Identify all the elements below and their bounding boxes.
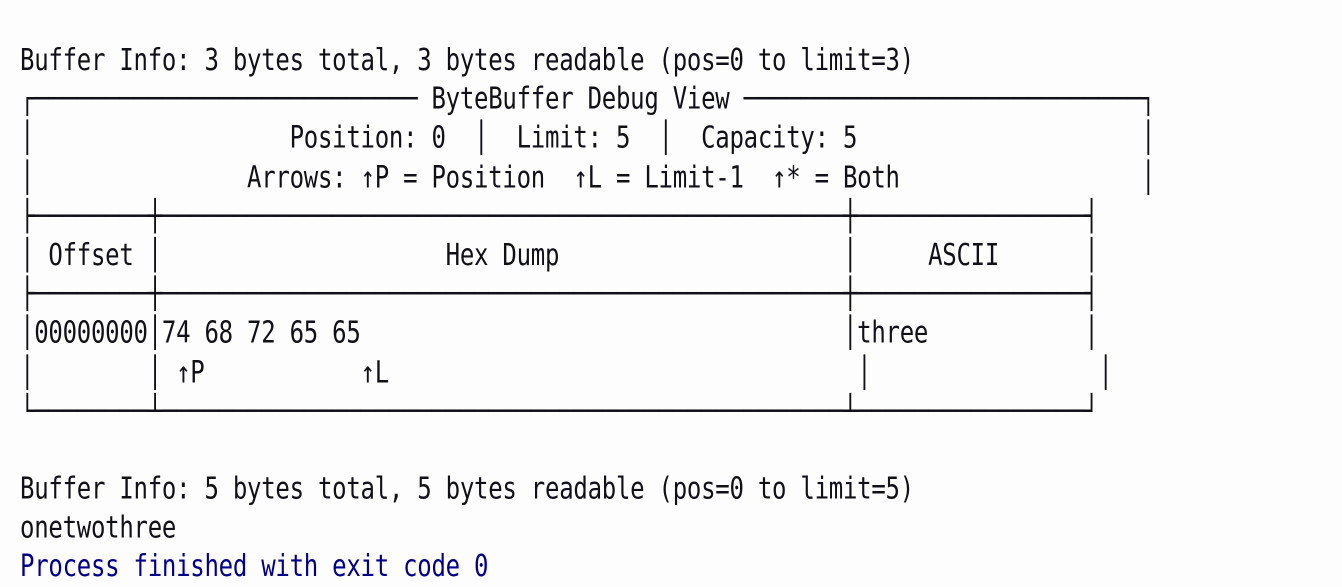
position-limit-marker-row: │ │ ↑P ↑L │ │ xyxy=(20,354,1113,390)
process-finished-line: Process finished with exit code 0 xyxy=(20,549,489,585)
console-output[interactable]: Buffer Info: 3 bytes total, 3 bytes read… xyxy=(20,41,1155,587)
buffer-info-line-1: Buffer Info: 3 bytes total, 3 bytes read… xyxy=(20,42,914,78)
debug-view-top-border: ┌─────────────────────────── ByteBuffer … xyxy=(20,81,1156,117)
table-header-separator: ├────────┼──────────────────────────────… xyxy=(20,276,1099,312)
blank-line xyxy=(20,431,1155,470)
debug-view-arrows-legend: │ Arrows: ↑P = Position ↑L = Limit-1 ↑* … xyxy=(20,159,1156,195)
hex-dump-data-row: │00000000│74 68 72 65 65 │three │ xyxy=(20,315,1099,351)
table-border-top: ├────────┼──────────────────────────────… xyxy=(20,198,1099,234)
table-border-bottom: └────────┴──────────────────────────────… xyxy=(20,393,1099,429)
program-output-line: onetwothree xyxy=(20,510,177,546)
table-header-row: │ Offset │ Hex Dump │ ASCII │ xyxy=(20,237,1099,273)
buffer-info-line-2: Buffer Info: 5 bytes total, 5 bytes read… xyxy=(20,471,914,507)
debug-view-status-line: │ Position: 0 │ Limit: 5 │ Capacity: 5 │ xyxy=(20,120,1156,156)
